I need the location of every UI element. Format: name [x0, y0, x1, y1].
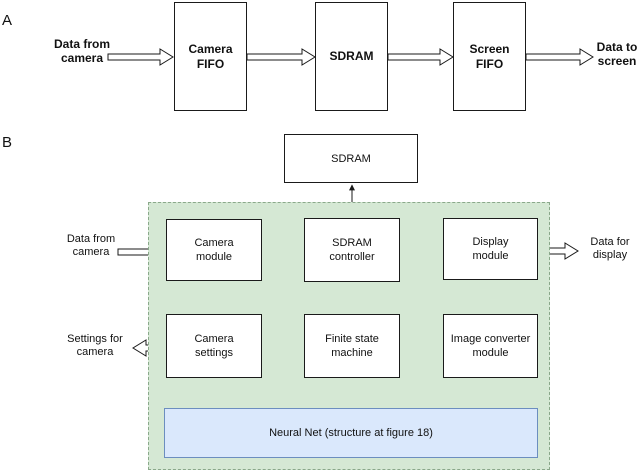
panel-b-output-label: Data for display — [590, 236, 630, 261]
arrow-a-fifo-sdram — [246, 48, 316, 66]
sdram-controller-box: SDRAM controller — [304, 218, 400, 282]
screen-fifo-block: Screen FIFO — [453, 2, 526, 111]
fsm-box: Finite state machine — [304, 314, 400, 378]
arrow-a-sdram-fifo — [387, 48, 454, 66]
panel-a-output-label: Data to screen — [596, 40, 638, 68]
image-converter-box: Image converter module — [443, 314, 538, 378]
panel-b-settings-label: Settings for camera — [67, 333, 123, 358]
camera-module-box: Camera module — [166, 219, 262, 281]
display-module-box: Display module — [443, 218, 538, 280]
panel-b-label: B — [2, 134, 13, 151]
panel-a-label: A — [2, 12, 13, 29]
camera-settings-box: Camera settings — [166, 314, 262, 378]
sdram-memory-box: SDRAM — [284, 134, 418, 183]
arrow-a-input — [107, 48, 174, 66]
sdram-block: SDRAM — [315, 2, 388, 111]
neural-net-box: Neural Net (structure at figure 18) — [164, 408, 538, 458]
panel-a-input-label: Data from camera — [53, 37, 110, 65]
panel-b-input-label: Data from camera — [66, 233, 116, 258]
camera-fifo-block: Camera FIFO — [174, 2, 247, 111]
arrow-a-output — [525, 48, 594, 66]
